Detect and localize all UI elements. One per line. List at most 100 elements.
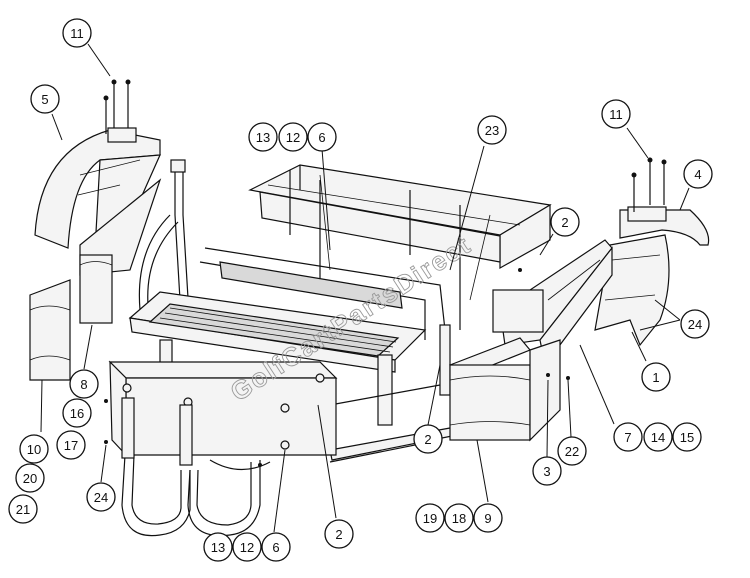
callout-circle	[680, 309, 710, 339]
callout-14: 14	[643, 422, 673, 452]
callout-circle	[683, 159, 713, 189]
callout-label: 13	[256, 130, 270, 145]
callout-circle	[248, 122, 278, 152]
callout-label: 1	[652, 370, 659, 385]
callout-label: 24	[94, 490, 108, 505]
callout-circle	[69, 369, 99, 399]
callout-6-bottom: 6	[261, 532, 291, 562]
callout-circle	[203, 532, 233, 562]
callout-18: 18	[444, 503, 474, 533]
callout-circle	[641, 362, 671, 392]
step-loops	[121, 397, 271, 537]
callout-circle	[278, 122, 308, 152]
callout-20: 20	[15, 463, 45, 493]
callout-circle	[56, 430, 86, 460]
callout-label: 11	[70, 26, 84, 41]
callout-circle	[30, 84, 60, 114]
callout-4: 4	[683, 159, 713, 189]
right-side-skirt	[492, 239, 613, 367]
callout-3: 3	[532, 456, 562, 486]
callout-24-right: 24	[680, 309, 710, 339]
callout-circle	[613, 422, 643, 452]
callout-label: 3	[543, 464, 550, 479]
callout-23: 23	[477, 115, 507, 145]
callout-22: 22	[557, 436, 587, 466]
callout-15: 15	[672, 422, 702, 452]
callout-circle	[413, 424, 443, 454]
callout-label: 2	[424, 432, 431, 447]
callout-circle	[8, 494, 38, 524]
callout-12-top: 12	[278, 122, 308, 152]
callout-label: 4	[694, 167, 701, 182]
callout-label: 13	[211, 540, 225, 555]
seat-platform	[128, 247, 446, 373]
callout-circle	[15, 463, 45, 493]
callout-label: 14	[651, 430, 665, 445]
callout-label: 23	[485, 123, 499, 138]
callout-label: 7	[624, 430, 631, 445]
left-side-panels	[29, 178, 162, 381]
callout-circle	[532, 456, 562, 486]
callout-1: 1	[641, 362, 671, 392]
callout-label: 21	[16, 502, 30, 517]
right-front-panel	[449, 337, 561, 442]
callout-10: 10	[19, 434, 49, 464]
callout-label: 11	[609, 107, 623, 122]
callout-12-bottom: 12	[232, 532, 262, 562]
callout-circle	[550, 207, 580, 237]
callout-label: 12	[286, 130, 300, 145]
callout-label: 10	[27, 442, 41, 457]
callout-13-top: 13	[248, 122, 278, 152]
callout-circle	[307, 122, 337, 152]
callout-label: 18	[452, 511, 466, 526]
callout-24-left: 24	[86, 482, 116, 512]
callout-label: 8	[80, 377, 87, 392]
callout-label: 20	[23, 471, 37, 486]
callout-17: 17	[56, 430, 86, 460]
callout-label: 5	[41, 92, 48, 107]
callout-circle	[19, 434, 49, 464]
callout-2-right: 2	[550, 207, 580, 237]
callout-2-mid: 2	[413, 424, 443, 454]
callout-circle	[415, 503, 445, 533]
callout-9: 9	[473, 503, 503, 533]
callout-16: 16	[62, 398, 92, 428]
callout-label: 24	[688, 317, 702, 332]
callout-circle	[557, 436, 587, 466]
callout-2-bottom: 2	[324, 519, 354, 549]
callout-5: 5	[30, 84, 60, 114]
fasteners	[103, 79, 667, 467]
callout-label: 2	[561, 215, 568, 230]
callout-circle	[444, 503, 474, 533]
callout-circle	[672, 422, 702, 452]
front-panel	[108, 360, 338, 457]
callout-label: 6	[318, 130, 325, 145]
callout-circle	[86, 482, 116, 512]
callout-circle	[643, 422, 673, 452]
callout-circle	[324, 519, 354, 549]
callout-label: 12	[240, 540, 254, 555]
leader-lines	[40, 43, 690, 533]
callout-8: 8	[69, 369, 99, 399]
callout-6-top: 6	[307, 122, 337, 152]
callout-label: 2	[335, 527, 342, 542]
callout-label: 22	[565, 444, 579, 459]
callout-circle	[601, 99, 631, 129]
callout-11-left: 11	[62, 18, 92, 48]
callout-circle	[62, 18, 92, 48]
part-drawings	[29, 79, 710, 537]
callout-circle	[62, 398, 92, 428]
right-rear-fender	[594, 206, 710, 347]
callout-21: 21	[8, 494, 38, 524]
callout-label: 16	[70, 406, 84, 421]
callout-label: 6	[272, 540, 279, 555]
callout-11-right: 11	[601, 99, 631, 129]
callout-label: 19	[423, 511, 437, 526]
callout-label: 17	[64, 438, 78, 453]
callout-circle	[232, 532, 262, 562]
callout-19: 19	[415, 503, 445, 533]
callout-circle	[261, 532, 291, 562]
callout-label: 9	[484, 511, 491, 526]
